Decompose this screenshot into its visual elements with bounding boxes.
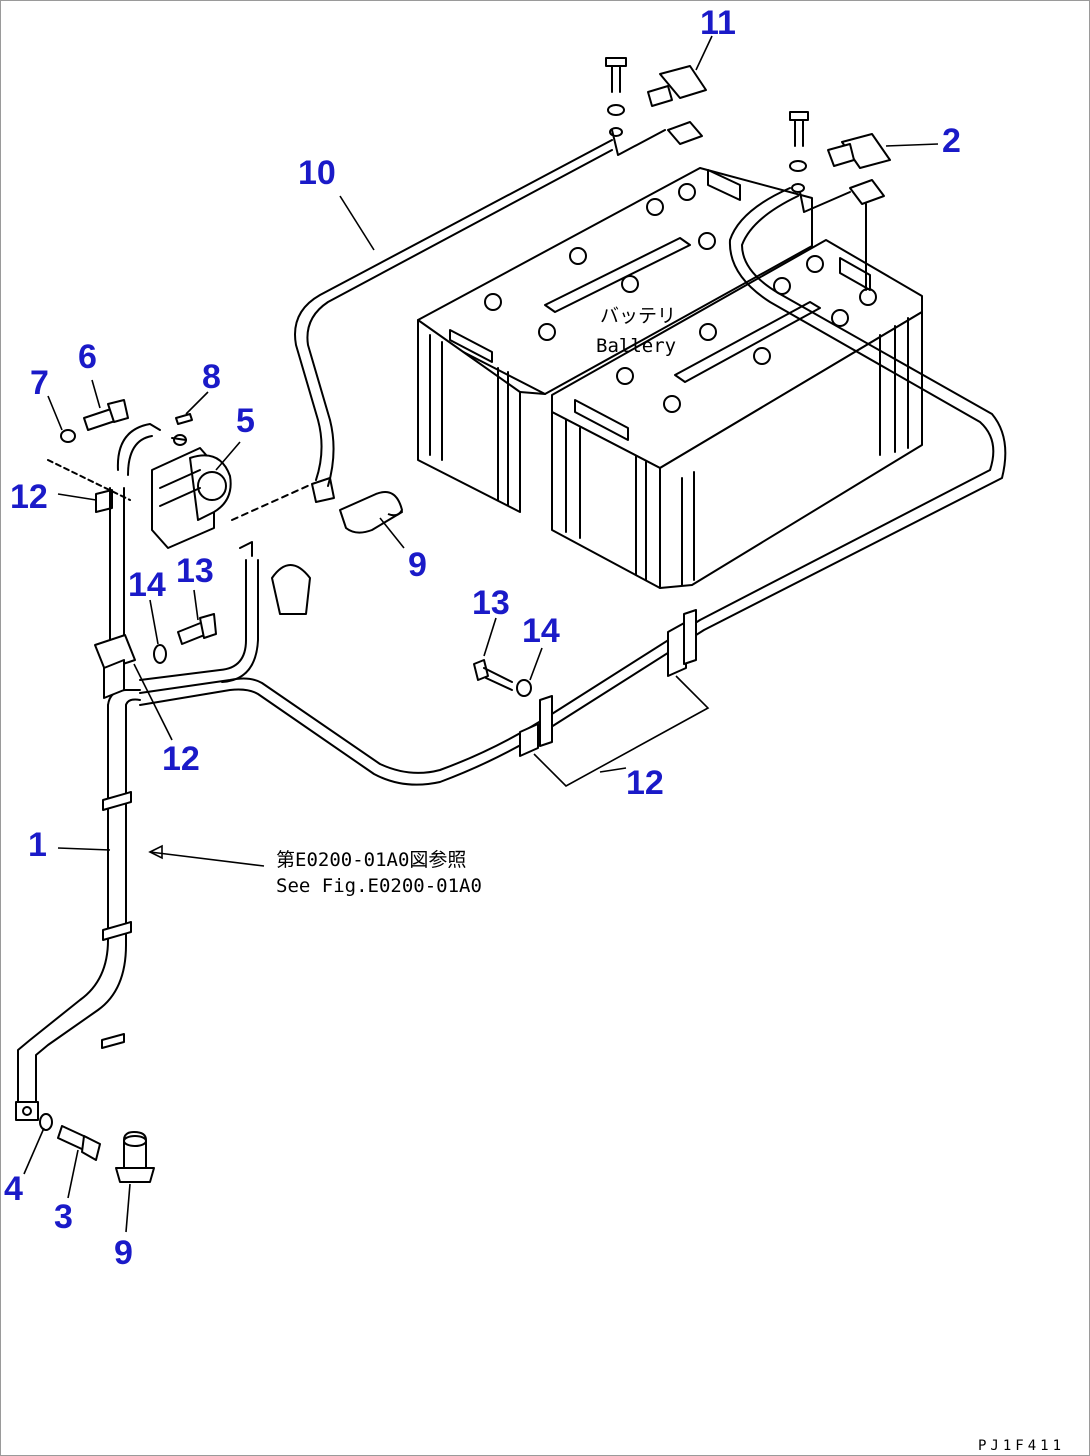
boot-9-lower xyxy=(115,1131,155,1183)
cable-battery-ground xyxy=(139,187,1007,786)
terminal-hardware-11 xyxy=(605,57,707,156)
callout-1: 1 xyxy=(28,826,47,864)
hardware-left xyxy=(60,399,193,446)
callout-6: 6 xyxy=(78,338,97,376)
leader-lines xyxy=(23,35,939,1233)
cable-10 xyxy=(294,139,613,503)
callout-5: 5 xyxy=(236,402,255,440)
switch-assembly xyxy=(47,423,313,699)
callout-9-upper: 9 xyxy=(408,546,427,584)
boot-9-upper xyxy=(339,491,403,534)
callout-12-right: 12 xyxy=(626,764,664,802)
callout-7: 7 xyxy=(30,364,49,402)
callout-10: 10 xyxy=(298,154,336,192)
callout-3: 3 xyxy=(54,1198,73,1236)
callout-4: 4 xyxy=(4,1170,23,1208)
callout-13-right: 13 xyxy=(472,584,510,622)
battery-label-jp: バッテリ xyxy=(600,305,676,327)
callout-labels: 11 2 10 6 7 8 5 12 14 13 9 13 14 12 12 1… xyxy=(4,4,961,1272)
drawing-code: PJ1F411 xyxy=(978,1438,1065,1454)
callout-12-mid: 12 xyxy=(162,740,200,778)
reference-note-jp: 第E0200-01A0図参照 xyxy=(276,849,466,871)
battery-front-caps xyxy=(616,255,877,413)
terminal-hardware-2 xyxy=(789,111,891,291)
callout-8: 8 xyxy=(202,358,221,396)
hardware-right xyxy=(473,659,532,697)
callout-14-left: 14 xyxy=(128,566,166,604)
battery-rear xyxy=(417,167,813,513)
reference-note-en: See Fig.E0200-01A0 xyxy=(276,875,482,897)
battery-front xyxy=(551,239,923,589)
cable-1 xyxy=(15,689,141,1121)
callout-14-right: 14 xyxy=(522,612,560,650)
callout-13-left: 13 xyxy=(176,552,214,590)
battery-label-en: Ballery xyxy=(596,335,676,357)
callout-11: 11 xyxy=(700,4,736,42)
callout-12-left: 12 xyxy=(10,478,48,516)
callout-2: 2 xyxy=(942,122,961,160)
hardware-bottom xyxy=(39,1113,101,1161)
battery-rear-caps xyxy=(484,183,716,341)
callout-9-lower: 9 xyxy=(114,1234,133,1272)
